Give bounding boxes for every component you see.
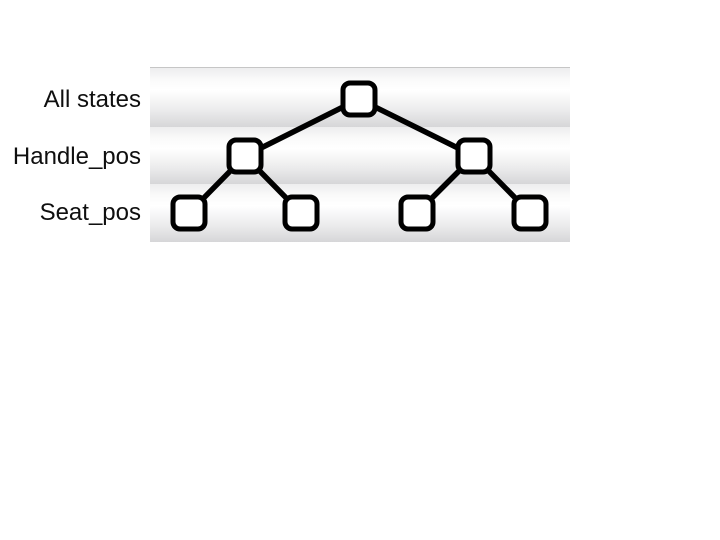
band-row-handle-pos [150, 127, 570, 184]
tree-edge-root-h2 [356, 96, 477, 159]
row-label-seat-pos: Seat_pos [39, 199, 141, 226]
tree-node-s4 [511, 194, 549, 232]
row-label-handle-pos: Handle_pos [12, 143, 141, 170]
tree-node-h1 [226, 137, 264, 175]
tree-node-s2 [282, 194, 320, 232]
row-label-all-states: All states [43, 86, 141, 113]
tree-node-root [340, 80, 378, 118]
band-stack [150, 67, 570, 242]
tree-node-h2 [455, 137, 493, 175]
tree-edge-root-h1 [242, 96, 362, 159]
tree-node-s3 [398, 194, 436, 232]
band-row-seat-pos [150, 184, 570, 242]
tree-node-s1 [170, 194, 208, 232]
